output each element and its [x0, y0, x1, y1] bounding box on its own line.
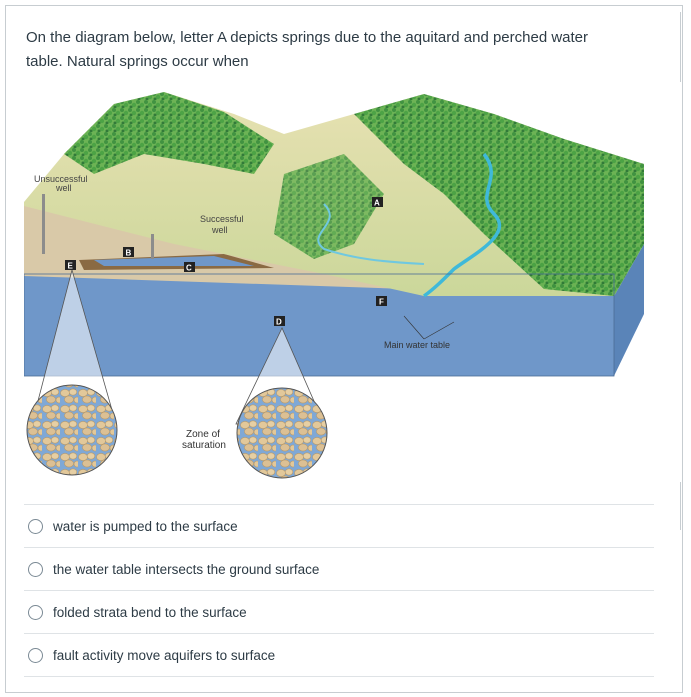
answer-list: water is pumped to the surface the water…	[24, 504, 654, 677]
scroll-marker	[680, 12, 681, 82]
radio-button[interactable]	[28, 518, 43, 534]
forest-cover	[354, 94, 644, 296]
marker-a: A	[372, 197, 383, 208]
magnified-pores-unsaturated	[26, 384, 118, 476]
radio-button[interactable]	[28, 647, 43, 663]
answer-label: fault activity move aquifers to surface	[53, 647, 276, 663]
svg-text:C: C	[186, 264, 192, 273]
stream	[317, 203, 425, 265]
forest-cover	[64, 92, 274, 174]
unsuccessful-well-label: well	[55, 183, 72, 193]
question-line-2: table. Natural springs occur when	[26, 53, 249, 70]
groundwater-diagram: Unsuccessful well Successful well Zone o…	[24, 92, 644, 479]
answer-option-2[interactable]: the water table intersects the ground su…	[24, 547, 654, 590]
scroll-marker	[680, 482, 681, 530]
successful-well	[151, 234, 154, 259]
perched-water	[94, 256, 254, 266]
unsuccessful-well-label: Unsuccessful	[34, 174, 88, 184]
svg-text:D: D	[276, 318, 282, 327]
zone-of-saturation-label: Zone of	[186, 429, 220, 440]
water-table-pointer	[423, 321, 455, 340]
marker-c: C	[184, 262, 195, 273]
successful-well-label: Successful	[200, 214, 244, 224]
svg-text:E: E	[68, 262, 74, 271]
main-water-table-label: Main water table	[384, 340, 450, 350]
marker-e: E	[65, 260, 76, 271]
marker-f: F	[376, 296, 387, 307]
forest-cover	[274, 154, 384, 259]
answer-label: folded strata bend to the surface	[53, 604, 247, 620]
answer-option-3[interactable]: folded strata bend to the surface	[24, 590, 654, 633]
unsaturated-zone	[24, 204, 614, 296]
radio-button[interactable]	[28, 561, 43, 577]
answer-label: water is pumped to the surface	[53, 518, 238, 534]
river	[422, 152, 502, 298]
marker-d: D	[274, 316, 285, 327]
unsuccessful-well	[42, 194, 45, 254]
marker-b: B	[123, 247, 134, 258]
water-table-pointer	[403, 315, 425, 340]
magnified-pores-saturated	[236, 387, 328, 479]
saturated-zone-side	[614, 244, 644, 376]
question-text: On the diagram below, letter A depicts s…	[26, 26, 646, 74]
question-line-1: On the diagram below, letter A depicts s…	[26, 29, 589, 46]
answer-label: the water table intersects the ground su…	[53, 561, 320, 577]
saturated-zone-front	[24, 274, 614, 376]
successful-well-label: well	[211, 225, 228, 235]
answer-option-1[interactable]: water is pumped to the surface	[24, 504, 654, 547]
svg-text:B: B	[126, 249, 132, 258]
block-outline	[24, 273, 615, 377]
zone-of-saturation-label: saturation	[182, 440, 226, 451]
svg-text:F: F	[379, 298, 384, 307]
radio-button[interactable]	[28, 604, 43, 620]
answer-option-4[interactable]: fault activity move aquifers to surface	[24, 633, 654, 677]
svg-text:A: A	[374, 199, 380, 208]
